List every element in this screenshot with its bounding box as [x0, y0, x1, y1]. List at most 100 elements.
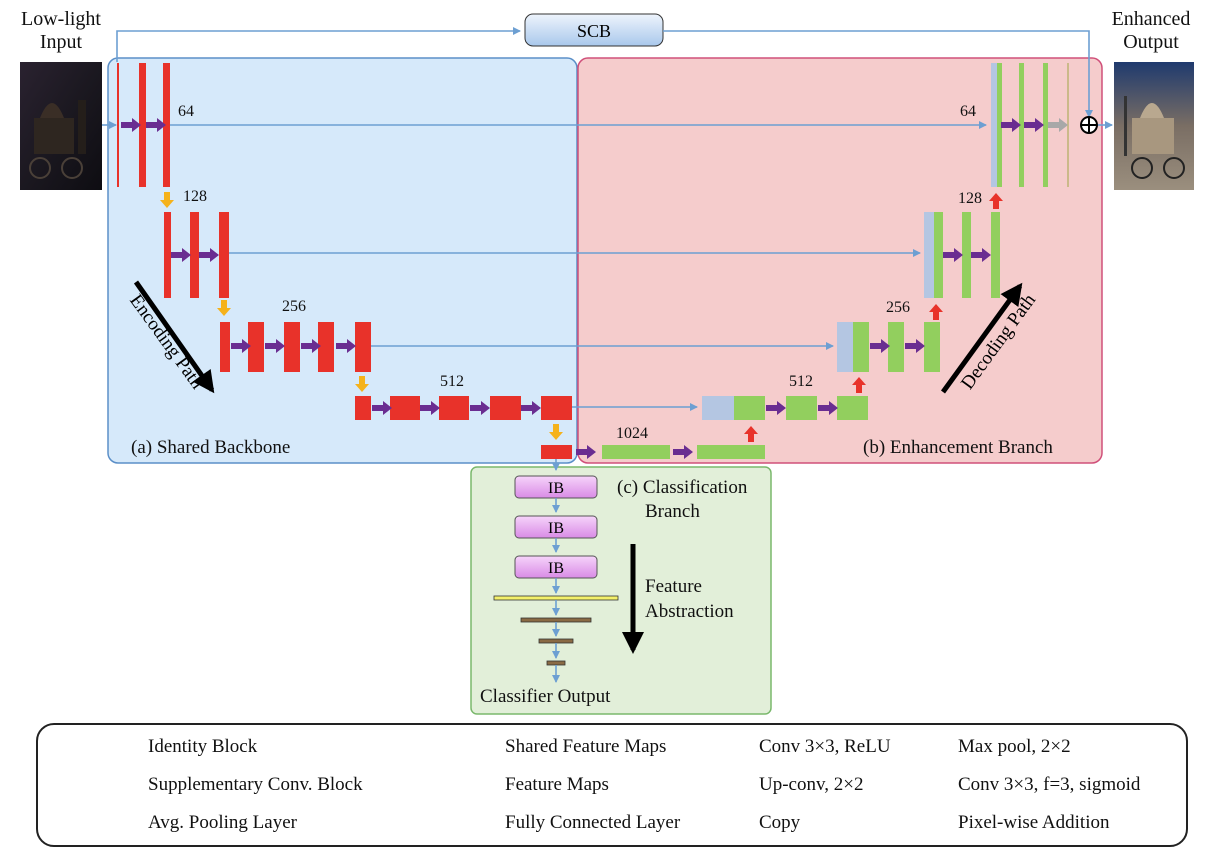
- classification-label-line1: (c) Classification: [617, 477, 748, 498]
- ib-label: IB: [548, 560, 564, 577]
- avg-pooling-layer: [493, 595, 619, 601]
- shared-feature-map: [117, 63, 119, 187]
- conv-arrow-icon: [372, 401, 392, 415]
- conv-arrow-icon: [576, 445, 596, 459]
- shared-feature-map: [248, 322, 264, 372]
- feature-abstraction-line2: Abstraction: [645, 601, 734, 622]
- upconv-arrow-icon: [852, 377, 866, 393]
- shared-feature-map: [490, 396, 521, 420]
- conv-arrow-icon: [420, 401, 440, 415]
- output-label-line2: Output: [1123, 31, 1179, 53]
- legend-scb: Supplementary Conv. Block: [148, 774, 363, 795]
- scb-input-line: [116, 27, 521, 62]
- feature-map: [853, 322, 869, 372]
- feature-map: [786, 396, 817, 420]
- shared-feature-map: [355, 396, 371, 420]
- legend-conv: Conv 3×3, ReLU: [759, 736, 891, 757]
- feature-map: [934, 212, 943, 298]
- conv-arrow-icon: [301, 339, 321, 353]
- conv-arrow-icon: [971, 248, 991, 262]
- legend-upconv: Up-conv, 2×2: [759, 774, 864, 795]
- channel-label-256: 256: [282, 298, 306, 315]
- encoding-path-arrow: [133, 280, 215, 394]
- legend-avg-pool: Avg. Pooling Layer: [148, 812, 297, 833]
- conv-arrow-icon: [1001, 118, 1021, 132]
- ib-label: IB: [548, 520, 564, 537]
- shared-feature-map: [541, 396, 572, 420]
- shared-feature-map: [318, 322, 334, 372]
- shared-feature-map: [439, 396, 469, 420]
- fully-connected-layer: [546, 660, 566, 666]
- maxpool-arrow-icon: [355, 376, 369, 392]
- feature-map: [991, 212, 1000, 298]
- upconv-arrow-icon: [989, 193, 1003, 209]
- enhancement-branch-region: [577, 57, 1103, 464]
- shared-feature-map: [164, 212, 171, 298]
- classification-branch-label: (c) Classification Branch: [617, 476, 747, 524]
- shared-feature-map: [190, 212, 199, 298]
- dec-channel-label-512: 512: [789, 373, 813, 390]
- shared-feature-map: [284, 322, 300, 372]
- fully-connected-layer: [538, 638, 574, 644]
- conv-arrow-icon: [673, 445, 693, 459]
- conv-arrow-icon: [1024, 118, 1044, 132]
- scb-label: SCB: [577, 21, 611, 41]
- upconv-arrow-icon: [744, 426, 758, 442]
- feature-map: [1043, 63, 1048, 187]
- feature-map: [924, 322, 940, 372]
- feature-map: [1019, 63, 1024, 187]
- scb-block: [524, 13, 664, 47]
- output-label-line1: Enhanced: [1111, 8, 1191, 30]
- pixel-add-icon: [1080, 116, 1098, 134]
- conv-arrow-icon: [199, 248, 219, 262]
- shared-feature-map: [139, 63, 146, 187]
- conv-arrow-icon: [146, 118, 166, 132]
- copied-feature-map: [837, 322, 853, 372]
- copied-feature-map: [924, 212, 934, 298]
- input-label-line2: Input: [39, 31, 83, 53]
- conv-arrow-icon: [231, 339, 251, 353]
- classifier-output-label: Classifier Output: [480, 686, 611, 707]
- shared-backbone-label: (a) Shared Backbone: [131, 437, 291, 458]
- output-label: Enhanced Output: [1094, 8, 1208, 54]
- shared-feature-map: [355, 322, 371, 372]
- legend-identity-block: Identity Block: [148, 736, 258, 757]
- conv-arrow-icon: [870, 339, 890, 353]
- dec-channel-label-256: 256: [886, 299, 910, 316]
- channel-label-1024: 1024: [616, 425, 648, 442]
- legend-feature-maps: Feature Maps: [505, 774, 609, 795]
- decoding-path-arrow: [940, 282, 1023, 394]
- shared-feature-map: [163, 63, 170, 187]
- maxpool-arrow-icon: [217, 300, 231, 316]
- legend: [36, 723, 1188, 847]
- enhancement-branch-label: (b) Enhancement Branch: [863, 437, 1053, 458]
- feature-abstraction-line1: Feature: [645, 576, 702, 597]
- feature-map: [837, 396, 868, 420]
- maxpool-arrow-icon: [160, 192, 174, 208]
- legend-conv-sigmoid: Conv 3×3, f=3, sigmoid: [958, 774, 1141, 795]
- copied-feature-map: [702, 396, 734, 420]
- conv-arrow-icon: [766, 401, 786, 415]
- shared-feature-map: [220, 322, 230, 372]
- feature-map: [888, 322, 904, 372]
- dec-channel-label-64: 64: [960, 103, 976, 120]
- feature-map: [734, 396, 765, 420]
- feature-map: [697, 445, 765, 459]
- conv-arrow-icon: [171, 248, 191, 262]
- shared-feature-map: [541, 445, 572, 459]
- feature-abstraction-label: Feature Abstraction: [645, 574, 734, 624]
- legend-fc: Fully Connected Layer: [505, 812, 681, 833]
- legend-maxpool: Max pool, 2×2: [958, 736, 1071, 757]
- classification-label-line2: Branch: [645, 501, 700, 522]
- channel-label-64: 64: [178, 103, 194, 120]
- conv-arrow-icon: [521, 401, 541, 415]
- copied-feature-map: [991, 63, 997, 187]
- conv-arrow-icon: [470, 401, 490, 415]
- dec-channel-label-128: 128: [958, 190, 982, 207]
- sigmoid-arrow-icon: [1048, 118, 1068, 132]
- feature-map: [962, 212, 971, 298]
- maxpool-arrow-icon: [549, 424, 563, 440]
- channel-label-512: 512: [440, 373, 464, 390]
- shared-feature-map: [390, 396, 420, 420]
- upconv-arrow-icon: [929, 304, 943, 320]
